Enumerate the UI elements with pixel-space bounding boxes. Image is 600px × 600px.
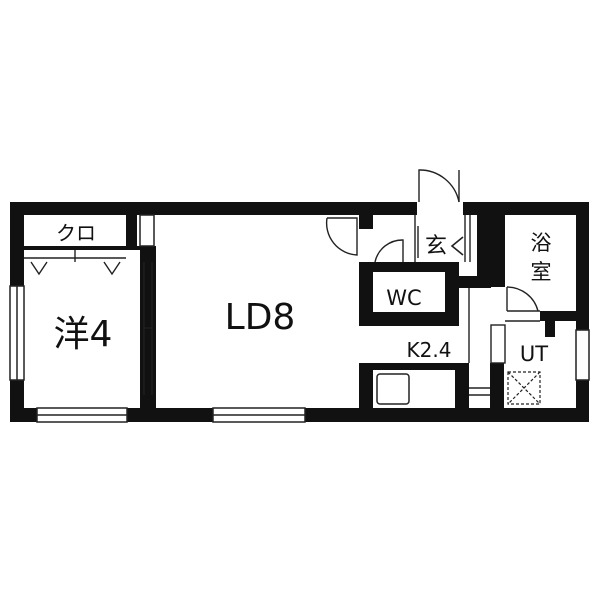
kitchen-label: K2.4 bbox=[407, 338, 452, 362]
washing-machine-space-icon bbox=[507, 371, 541, 405]
bath-label-1: 浴 bbox=[531, 231, 552, 255]
entrance-label: 玄 bbox=[425, 234, 447, 259]
living-dining-label: LD8 bbox=[225, 297, 296, 338]
room-labels: クロ 洋4 LD8 玄 WC K2.4 浴 室 UT bbox=[54, 221, 552, 366]
bath-label-2: 室 bbox=[531, 260, 552, 284]
entrance-step bbox=[414, 215, 471, 262]
partition-lines bbox=[143, 262, 153, 395]
shoe-cabinet-icon bbox=[450, 236, 464, 256]
utility-label: UT bbox=[520, 342, 548, 366]
toilet-label: WC bbox=[386, 286, 421, 310]
window-icon bbox=[9, 214, 590, 423]
interior-walls bbox=[24, 215, 576, 410]
closet-doors bbox=[24, 250, 126, 276]
thin-partitions bbox=[468, 288, 540, 396]
closet-label: クロ bbox=[56, 221, 96, 245]
kitchen-sink-icon bbox=[376, 373, 410, 405]
western-room-label: 洋4 bbox=[54, 314, 113, 355]
door-swing-icon bbox=[325, 169, 540, 312]
